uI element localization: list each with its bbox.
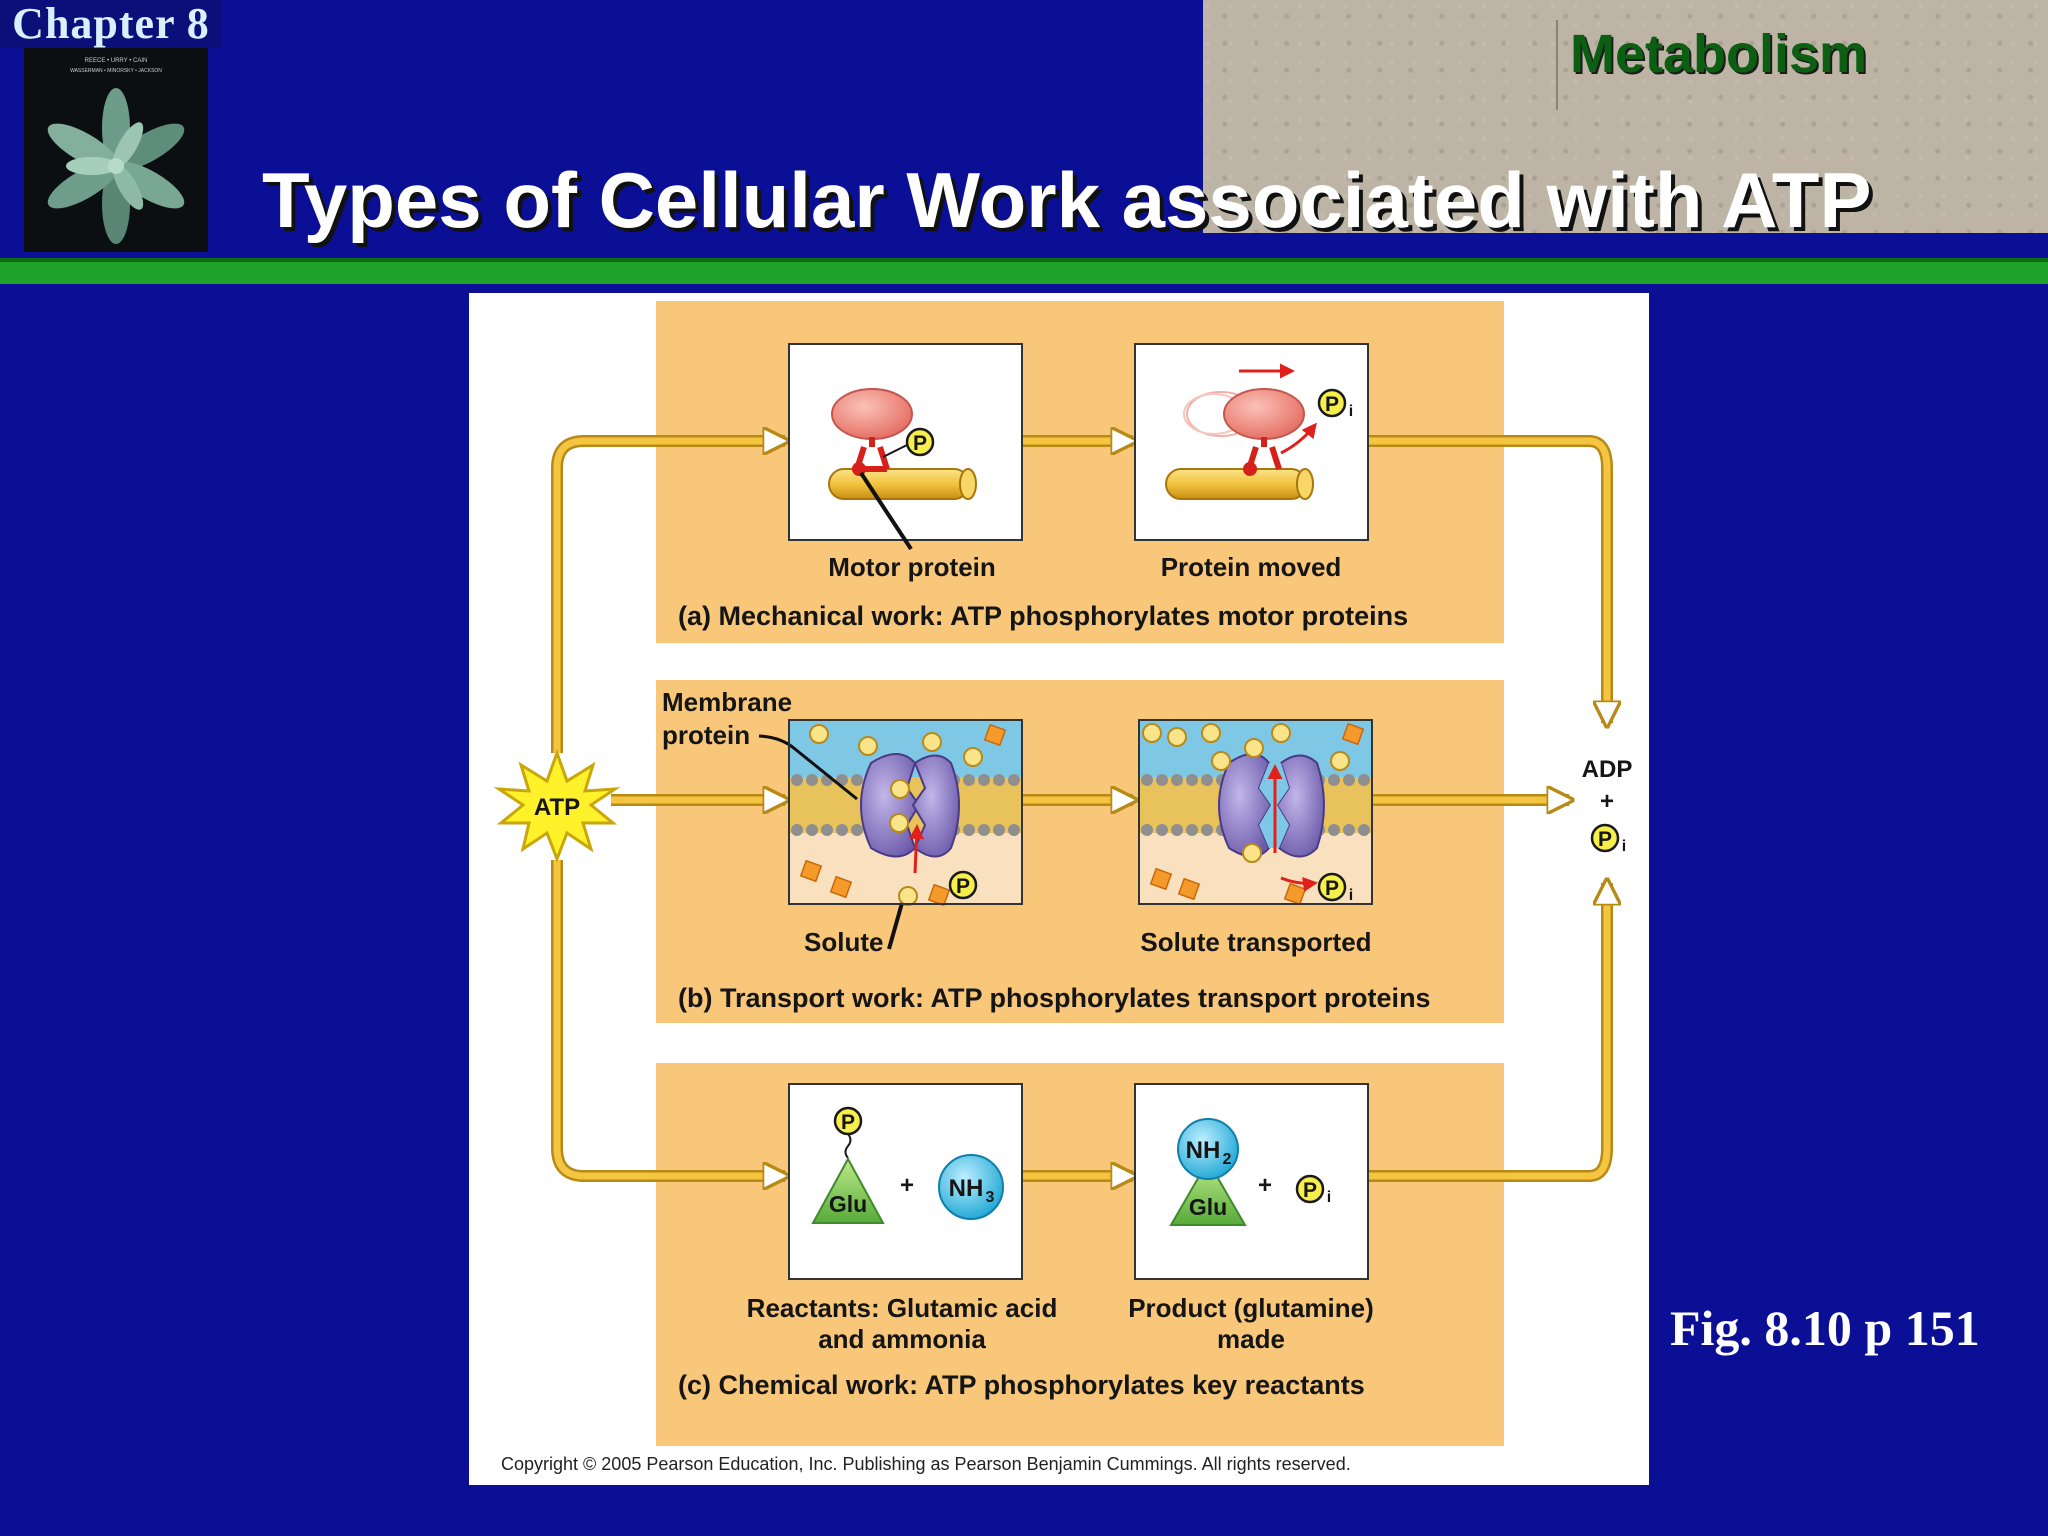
motor-protein-illustration: P [828,388,977,551]
product-glu-label: Glu [1189,1194,1227,1220]
solute-transported-label: Solute transported [1140,927,1371,957]
motor-phosphate-p: P [913,432,927,455]
book-cover-image: REECE • URRY • CAIN WASSERMAN • MINORSKY… [24,48,208,252]
chapter-tag: Chapter 8 [0,0,222,48]
transport-phosphate-p: P [956,875,970,898]
adp-phosphate-icon: P i [1590,823,1626,855]
nh3-label: NH [949,1175,984,1202]
adp-phosphate-i: i [1622,838,1626,855]
protein-moved-label: Protein moved [1161,552,1342,582]
chemical-work-caption: (c) Chemical work: ATP phosphorylates ke… [678,1370,1365,1400]
motor-protein-label: Motor protein [828,552,996,582]
nh3-subscript: 3 [986,1189,995,1206]
protein-moved-box [1134,343,1369,541]
protein-moved-illustration: P i [1165,363,1353,500]
figure-reference: Fig. 8.10 p 151 [1670,1300,1980,1356]
moved-phosphate-i: i [1349,403,1353,420]
reactant-plus: + [900,1172,914,1199]
header-divider [1556,20,1558,110]
reactants-illustration: P Glu + NH 3 [811,1106,1004,1224]
slide-title: Types of Cellular Work associated with A… [262,156,1872,244]
transport-right-box [1138,719,1373,905]
adp-plus-label: + [1600,788,1614,815]
header-texture [1203,0,2048,233]
product-plus: + [1258,1172,1272,1199]
transport-left-box [788,719,1023,905]
adp-label: ADP [1582,756,1633,783]
product-label-line1: Product (glutamine) [1128,1293,1374,1323]
cover-authors-line2: WASSERMAN • MINORSKY • JACKSON [70,68,162,74]
atp-label: ATP [534,794,580,821]
membrane-protein-label-line1: Membrane [662,687,792,717]
membrane-protein-label-line2: protein [662,720,750,750]
panel-transport [656,680,1504,1023]
copyright-notice: Copyright © 2005 Pearson Education, Inc.… [501,1454,1351,1474]
reactant-glu-label: Glu [829,1191,867,1217]
transport-right-illustration: P i [1139,720,1372,906]
transport-left-illustration: P [758,720,1022,950]
product-phosphate-i: i [1327,1189,1331,1206]
atp-work-figure: ATP ADP + P i P [469,293,1649,1485]
cover-authors-line1: REECE • URRY • CAIN [85,58,148,64]
panel-mechanical [656,301,1504,643]
transported-phosphate-p: P [1325,877,1339,900]
transport-work-caption: (b) Transport work: ATP phosphorylates t… [678,983,1431,1013]
reactants-label-line1: Reactants: Glutamic acid [747,1293,1058,1323]
glu-phosphate-p: P [841,1111,855,1134]
product-box [1134,1083,1369,1280]
atp-work-diagram: ATP ADP + P i P [493,301,1633,1474]
nh2-label: NH [1186,1137,1221,1164]
mechanical-work-caption: (a) Mechanical work: ATP phosphorylates … [678,601,1408,631]
adp-phosphate-p: P [1598,828,1612,851]
flow-arrows [551,441,1607,1176]
product-illustration: NH 2 Glu + P i [1169,1118,1331,1226]
nh2-subscript: 2 [1223,1151,1232,1168]
title-underline-bar [0,258,2048,284]
product-phosphate-p: P [1303,1179,1317,1202]
section-label: Metabolism [1570,24,1868,84]
moved-phosphate-p: P [1325,393,1339,416]
reactants-label-line2: and ammonia [818,1324,986,1354]
atp-starburst-icon [493,748,621,864]
product-label-line2: made [1217,1324,1285,1354]
transported-phosphate-i: i [1349,887,1353,904]
succulent-plant-icon: REECE • URRY • CAIN WASSERMAN • MINORSKY… [47,58,185,244]
motor-protein-box [788,343,1023,541]
solute-label: Solute [804,927,883,957]
